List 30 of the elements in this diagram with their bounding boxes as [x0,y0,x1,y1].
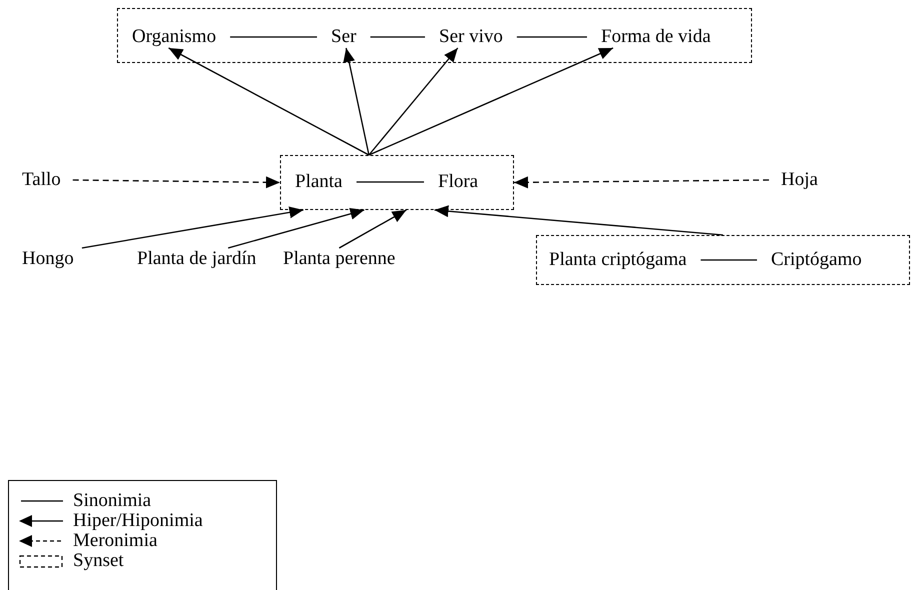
arrow [338,209,407,249]
term-label: Forma de vida [589,26,723,48]
term-label: Planta perenne [271,248,408,270]
legend-label: Hiper/Hiponimia [73,511,203,531]
synset-box [280,155,514,210]
arrow [228,208,364,249]
arrow [82,206,304,249]
term-label: Tallo [10,169,73,191]
synset-box [117,8,752,63]
arrow [72,176,280,188]
legend-label: Sinonimia [73,491,152,511]
arrow [343,48,370,156]
legend-label: Meronimia [73,531,158,551]
arrow [434,205,724,236]
arrow [368,48,458,156]
arrow [514,176,769,188]
term-label: Planta de jardín [125,248,268,270]
term-label: Organismo [120,26,228,48]
arrow [368,47,614,156]
term-label: Flora [426,171,490,193]
arrow [168,47,370,156]
term-label: Ser vivo [427,26,515,48]
term-label: Ser [319,26,368,48]
term-label: Planta [283,171,354,193]
term-label: Hongo [10,248,86,270]
legend-label: Synset [73,551,124,571]
term-label: Planta criptógama [537,249,699,271]
term-label: Criptógamo [759,249,874,271]
term-label: Hoja [769,169,830,191]
synset-box [536,235,910,285]
